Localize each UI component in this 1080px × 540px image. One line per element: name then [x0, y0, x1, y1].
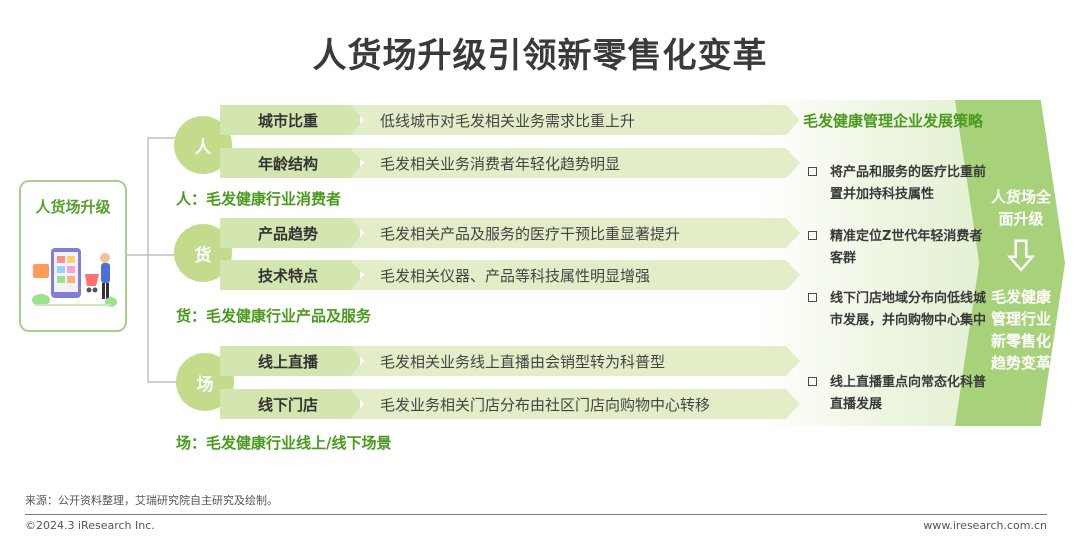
- down-arrow-icon: [1006, 239, 1036, 272]
- copyright: ©2024.3 iResearch Inc.: [25, 519, 155, 532]
- footer-divider: [25, 514, 1047, 515]
- checkbox-icon: [808, 231, 817, 240]
- category-label: 货：毛发健康行业产品及服务: [176, 307, 372, 325]
- shopping-illustration-icon: [32, 248, 117, 307]
- strategy-bullet-text: 将产品和服务的医疗比重前置并加持科技属性: [830, 165, 987, 202]
- strategy-bullet-text: 线下门店地域分布向低线城市发展，并向购物中心集中: [830, 291, 987, 328]
- row-label: 线上直播: [220, 346, 360, 376]
- checkbox-icon: [808, 377, 817, 386]
- category-label: 人：毛发健康行业消费者: [176, 190, 342, 208]
- row-text: 毛发相关仪器、产品等科技属性明显增强: [350, 260, 800, 290]
- category-label: 场：毛发健康行业线上/线下场景: [176, 434, 392, 452]
- upgrade-box-label: 人货场升级: [35, 198, 111, 216]
- checkbox-icon: [808, 293, 817, 302]
- strategy-title: 毛发健康管理企业发展策略: [803, 112, 984, 130]
- strategy-bullet: 线下门店地域分布向低线城市发展，并向购物中心集中: [808, 288, 990, 332]
- row-label: 城市比重: [220, 105, 360, 135]
- row-label: 技术特点: [220, 260, 360, 290]
- upgrade-summary: 人货场全面升级: [990, 188, 1051, 228]
- trend-summary: 毛发健康管理行业新零售化趋势变革: [990, 288, 1051, 372]
- row-label: 产品趋势: [220, 218, 360, 248]
- strategy-bullet: 精准定位Z世代年轻消费者客群: [808, 226, 990, 270]
- website-link[interactable]: www.iresearch.com.cn: [923, 519, 1047, 532]
- page-title: 人货场升级引领新零售化变革: [312, 36, 768, 76]
- row-text: 毛发业务相关门店分布由社区门店向购物中心转移: [350, 389, 800, 419]
- strategy-bullet: 将产品和服务的医疗比重前置并加持科技属性: [808, 162, 990, 206]
- strategy-bullet-text: 线上直播重点向常态化科普直播发展: [830, 375, 987, 412]
- row-label: 线下门店: [220, 389, 360, 419]
- row-text: 毛发相关产品及服务的医疗干预比重显著提升: [350, 218, 800, 248]
- row-text: 毛发相关业务线上直播由会销型转为科普型: [350, 346, 800, 376]
- upgrade-box: 人货场升级: [19, 180, 127, 332]
- strategy-panel: [757, 100, 987, 426]
- strategy-bullet-text: 精准定位Z世代年轻消费者客群: [830, 229, 983, 266]
- row-label: 年龄结构: [220, 148, 360, 178]
- row-text: 低线城市对毛发相关业务需求比重上升: [350, 105, 800, 135]
- checkbox-icon: [808, 167, 817, 176]
- row-text: 毛发相关业务消费者年轻化趋势明显: [350, 148, 800, 178]
- source-note: 来源：公开资料整理，艾瑞研究院自主研究及绘制。: [25, 494, 278, 507]
- strategy-bullet: 线上直播重点向常态化科普直播发展: [808, 372, 990, 416]
